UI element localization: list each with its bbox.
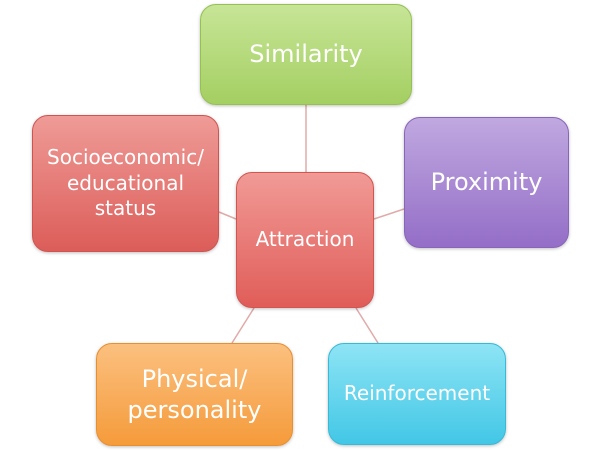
- node-reinforcement: Reinforcement: [328, 343, 506, 445]
- connector-proximity: [373, 208, 405, 220]
- node-physical-personality: Physical/ personality: [96, 343, 293, 446]
- node-label-physical-personality: Physical/ personality: [127, 364, 262, 424]
- node-label-reinforcement: Reinforcement: [343, 381, 491, 406]
- connector-physical: [231, 307, 255, 344]
- node-similarity: Similarity: [200, 4, 412, 105]
- connector-reinforcement: [355, 307, 379, 344]
- node-label-attraction: Attraction: [255, 227, 355, 252]
- node-socioeconomic-status: Socioeconomic/ educational status: [32, 115, 219, 252]
- node-attraction-center: Attraction: [236, 172, 374, 308]
- node-proximity: Proximity: [404, 117, 569, 248]
- node-label-similarity: Similarity: [249, 40, 363, 69]
- node-label-socioeconomic-status: Socioeconomic/ educational status: [47, 145, 204, 221]
- connector-socio: [218, 211, 237, 220]
- node-label-proximity: Proximity: [430, 168, 543, 197]
